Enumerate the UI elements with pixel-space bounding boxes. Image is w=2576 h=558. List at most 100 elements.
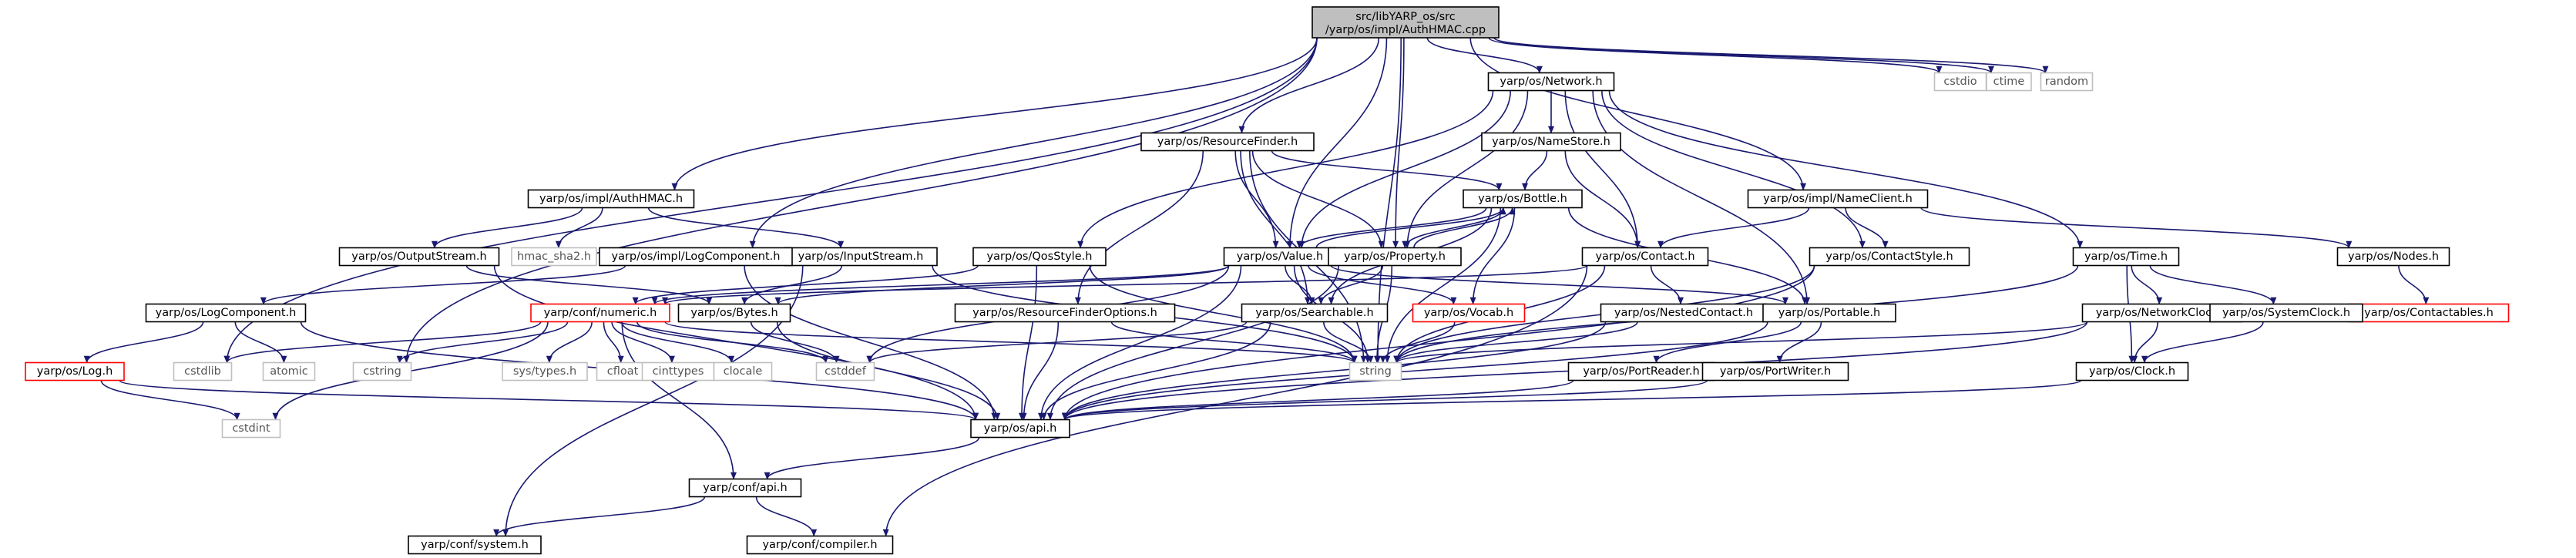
node-label: yarp/os/impl/NameClient.h [1763, 193, 1913, 205]
node-resfinderopts[interactable]: yarp/os/ResourceFinderOptions.h [954, 303, 1176, 323]
edge-vocab-to-string [1379, 321, 1456, 364]
edge-portreader-to-osapi [1062, 379, 1574, 421]
node-value[interactable]: yarp/os/Value.h [1223, 247, 1337, 267]
edge-numeric-to-cstddef [636, 321, 829, 364]
node-label: atomic [270, 365, 308, 378]
node-label: yarp/os/Bottle.h [1478, 193, 1567, 205]
node-label: yarp/os/ContactStyle.h [1825, 250, 1953, 263]
node-cstdio[interactable]: cstdio [1933, 72, 1987, 92]
node-nestedcontact[interactable]: yarp/os/NestedContact.h [1600, 303, 1768, 323]
node-box [1487, 72, 1615, 92]
edge-bottle-to-vocab [1469, 207, 1516, 305]
node-cstdlib[interactable]: cstdlib [173, 361, 233, 382]
node-label: cstdlib [184, 365, 221, 378]
node-cstddef[interactable]: cstddef [815, 361, 875, 382]
node-box [815, 361, 875, 382]
edge-networkclock-to-clock [2131, 321, 2158, 364]
node-box [1581, 247, 1709, 267]
node-label: yarp/os/impl/AuthHMAC.h [539, 193, 683, 205]
node-box [2075, 361, 2189, 382]
node-hmac[interactable]: hmac_sha2.h [511, 247, 597, 267]
node-box [1412, 303, 1526, 323]
node-label: yarp/os/Property.h [1344, 250, 1446, 263]
node-network[interactable]: yarp/os/Network.h [1487, 72, 1615, 92]
node-cstring[interactable]: cstring [352, 361, 412, 382]
node-label: yarp/os/LogComponent.h [156, 307, 297, 319]
node-bytes[interactable]: yarp/os/Bytes.h [677, 303, 791, 323]
node-label: yarp/os/api.h [984, 422, 1057, 435]
edge-root-to-implogcomp [749, 37, 1318, 249]
node-bottle[interactable]: yarp/os/Bottle.h [1463, 189, 1583, 209]
node-time[interactable]: yarp/os/Time.h [2072, 247, 2180, 267]
edge-network-to-contact [1564, 90, 1641, 249]
edge-log-to-osapi [119, 379, 979, 421]
node-clock[interactable]: yarp/os/Clock.h [2075, 361, 2189, 382]
node-cinttypes[interactable]: cinttypes [641, 361, 715, 382]
node-label: cstdint [232, 422, 270, 435]
node-atomic[interactable]: atomic [262, 361, 316, 382]
node-outstream[interactable]: yarp/os/OutputStream.h [338, 247, 500, 267]
node-namestore[interactable]: yarp/os/NameStore.h [1481, 132, 1621, 152]
node-implogcomp[interactable]: yarp/os/impl/LogComponent.h [599, 247, 793, 267]
node-label: clocale [724, 365, 763, 378]
node-log[interactable]: yarp/os/Log.h [25, 361, 125, 382]
node-contact[interactable]: yarp/os/Contact.h [1581, 247, 1709, 267]
node-box [527, 189, 695, 209]
edge-numeric-to-cinttypes [611, 321, 675, 364]
node-confapi[interactable]: yarp/conf/api.h [688, 478, 802, 498]
edge-root-to-cstring [403, 37, 1318, 364]
node-portwriter[interactable]: yarp/os/PortWriter.h [1701, 361, 1849, 382]
edge-resfinderopts-to-osapi [1020, 321, 1060, 421]
node-box [746, 535, 894, 555]
edge-numeric-to-cstdlib [223, 321, 542, 364]
node-systemclock[interactable]: yarp/os/SystemClock.h [2209, 303, 2363, 323]
node-nameclient[interactable]: yarp/os/impl/NameClient.h [1747, 189, 1929, 209]
edge-searchable-to-osapi [1040, 321, 1271, 421]
edge-namestore-to-bottle [1522, 150, 1548, 191]
node-cstdint[interactable]: cstdint [221, 418, 281, 439]
edge-bottle-to-value [1296, 207, 1487, 249]
node-root[interactable]: src/libYARP_os/src/yarp/os/impl/AuthHMAC… [1312, 6, 1500, 39]
edge-bottle-to-string [1384, 207, 1502, 364]
edge-portable-to-portwriter [1776, 321, 1822, 364]
node-label: yarp/os/Contactables.h [2364, 307, 2494, 319]
edge-searchable-to-cstddef [866, 321, 1248, 364]
node-label: sys/types.h [513, 365, 576, 378]
node-nodes[interactable]: yarp/os/Nodes.h [2336, 247, 2450, 267]
edge-qosstyle-to-numeric [632, 264, 979, 305]
node-portreader[interactable]: yarp/os/PortReader.h [1567, 361, 1715, 382]
node-box [502, 361, 588, 382]
node-compiler[interactable]: yarp/conf/compiler.h [746, 535, 894, 555]
node-property[interactable]: yarp/os/Property.h [1328, 247, 1462, 267]
edge-nestedcontact-to-string [1393, 321, 1638, 364]
node-contactstyle[interactable]: yarp/os/ContactStyle.h [1809, 247, 1970, 267]
node-authhmac[interactable]: yarp/os/impl/AuthHMAC.h [527, 189, 695, 209]
node-inputstream[interactable]: yarp/os/InputStream.h [784, 247, 938, 267]
node-vocab[interactable]: yarp/os/Vocab.h [1412, 303, 1526, 323]
node-resfinder[interactable]: yarp/os/ResourceFinder.h [1140, 132, 1315, 152]
node-numeric[interactable]: yarp/conf/numeric.h [530, 303, 670, 323]
edge-resfinder-to-resfinderopts [1074, 150, 1204, 305]
node-label: yarp/conf/api.h [703, 482, 787, 494]
node-qosstyle[interactable]: yarp/os/QosStyle.h [972, 247, 1107, 267]
node-box [688, 478, 802, 498]
node-clocale[interactable]: clocale [713, 361, 773, 382]
node-cfloat[interactable]: cfloat [596, 361, 650, 382]
node-ctime[interactable]: ctime [1986, 72, 2032, 92]
node-box [408, 535, 542, 555]
node-string[interactable]: string [1348, 361, 1402, 382]
node-contactables[interactable]: yarp/os/Contactables.h [2348, 303, 2510, 323]
node-logcomp[interactable]: yarp/os/LogComponent.h [145, 303, 307, 323]
node-osapi[interactable]: yarp/os/api.h [970, 418, 1070, 439]
edge-bytes-to-osapi [776, 321, 1001, 421]
node-system[interactable]: yarp/conf/system.h [408, 535, 542, 555]
edge-implogcomp-to-logcomp [260, 264, 626, 305]
node-label: yarp/os/Searchable.h [1255, 307, 1373, 319]
node-random[interactable]: random [2040, 72, 2094, 92]
edge-logcomp-to-log [83, 321, 204, 364]
edge-network-to-portable [1592, 90, 1811, 305]
node-searchable[interactable]: yarp/os/Searchable.h [1241, 303, 1389, 323]
node-portable[interactable]: yarp/os/Portable.h [1762, 303, 1896, 323]
node-systypes[interactable]: sys/types.h [502, 361, 588, 382]
node-box [1809, 247, 1970, 267]
